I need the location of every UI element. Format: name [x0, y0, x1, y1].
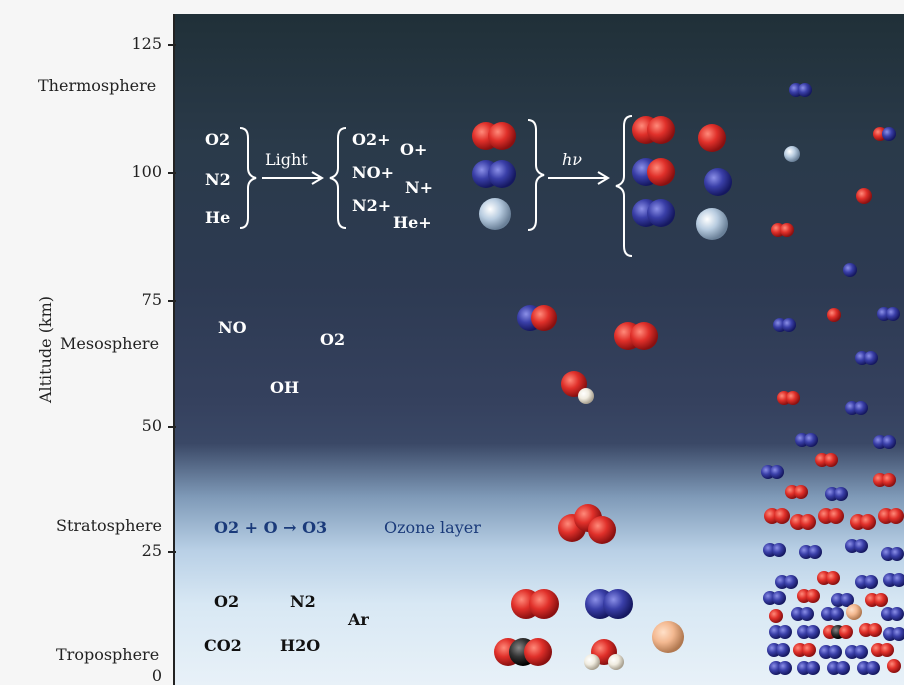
tick-0: 0	[151, 666, 162, 685]
arrow-label-hv: hν	[562, 150, 583, 169]
ion-he: He+	[393, 213, 432, 232]
species-he: He	[205, 208, 231, 227]
ion-n2: N2+	[352, 196, 392, 215]
ion-no: NO+	[352, 163, 394, 182]
layer-stratosphere: Stratosphere	[56, 516, 162, 535]
layer-troposphere: Troposphere	[56, 645, 160, 664]
tick-125: 125	[131, 34, 162, 53]
tick-100: 100	[131, 162, 162, 181]
ion-n: N+	[405, 178, 434, 197]
tropo-ar: Ar	[348, 610, 369, 629]
tropo-o2: O2	[214, 592, 240, 611]
thermo-molecules	[472, 116, 732, 240]
ozone-molecule	[558, 504, 616, 544]
brace-group	[239, 115, 633, 257]
meso-no: NO	[218, 318, 247, 337]
tick-mark	[168, 44, 176, 46]
species-n2: N2	[205, 170, 231, 189]
ozone-reaction: O2 + O → O3	[214, 518, 328, 537]
tick-mark	[168, 300, 176, 302]
tropo-h2o: H2O	[280, 636, 321, 655]
atmosphere-panel	[174, 14, 904, 685]
tick-75: 75	[141, 290, 162, 309]
tick-25: 25	[141, 541, 162, 560]
y-axis-line	[173, 14, 175, 685]
ion-o2: O2+	[352, 130, 391, 149]
tick-mark	[168, 426, 176, 428]
tick-mark	[168, 551, 176, 553]
ozone-layer-label: Ozone layer	[384, 518, 481, 537]
tick-50: 50	[141, 416, 162, 435]
arrow-label-light: Light	[265, 150, 308, 169]
tropo-molecules	[494, 589, 684, 670]
layer-mesosphere: Mesosphere	[60, 334, 160, 353]
density-column	[761, 83, 904, 675]
layer-thermosphere: Thermosphere	[38, 76, 157, 95]
species-o2: O2	[205, 130, 231, 149]
meso-o2: O2	[320, 330, 346, 349]
tropo-n2: N2	[290, 592, 316, 611]
tick-mark	[168, 172, 176, 174]
ion-o: O+	[400, 140, 428, 159]
meso-molecules	[517, 305, 658, 404]
tropo-co2: CO2	[204, 636, 242, 655]
meso-oh: OH	[270, 378, 300, 397]
